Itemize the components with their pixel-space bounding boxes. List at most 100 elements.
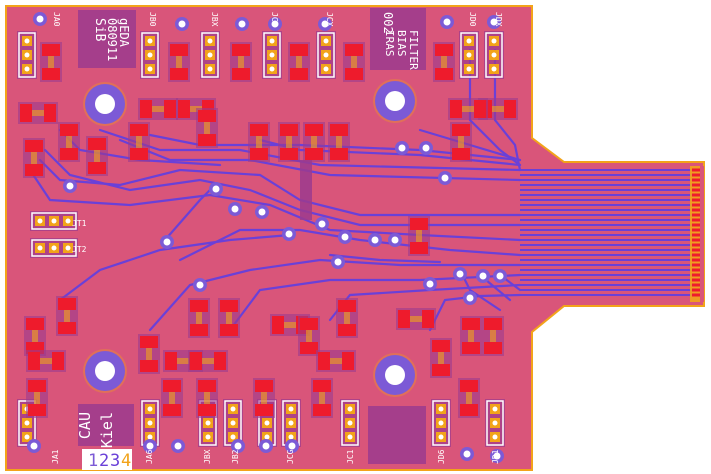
smd-component xyxy=(26,350,66,372)
flex-pin xyxy=(692,263,700,267)
flex-pin xyxy=(692,178,700,182)
smd-component xyxy=(40,42,62,82)
layer-tab: 2 xyxy=(99,451,109,471)
title-line: SiB xyxy=(92,18,107,42)
silkscreen-credit: CAU Kiel xyxy=(76,412,116,448)
mounting-hole xyxy=(83,349,127,393)
smd-component xyxy=(58,122,80,162)
smd-component xyxy=(218,298,240,338)
via xyxy=(231,439,245,453)
smd-component xyxy=(188,298,210,338)
smd-component xyxy=(138,334,160,374)
smd-component xyxy=(168,42,190,82)
layer-tab: 3 xyxy=(110,451,120,471)
pin-header xyxy=(17,31,37,79)
mask-regions xyxy=(78,8,426,464)
smd-component xyxy=(278,122,300,162)
connector-labels: JA0 JB0 JBX JC0 JCX JD0 JDX JA1 JA6 JBX … xyxy=(51,12,503,464)
flex-pin xyxy=(692,253,700,257)
via xyxy=(338,230,352,244)
pin-header xyxy=(485,399,505,447)
layer-tab: 4 xyxy=(121,451,131,471)
connector-label: JCX xyxy=(325,12,334,27)
flex-pin xyxy=(692,273,700,277)
smd-component xyxy=(56,296,78,336)
via xyxy=(368,233,382,247)
smd-component xyxy=(248,122,270,162)
connector-label: JD6 xyxy=(437,449,446,464)
smd-component xyxy=(138,98,178,120)
revision-label: 002 xyxy=(381,12,395,34)
pin-header xyxy=(30,211,78,231)
smd-component xyxy=(316,350,356,372)
smd-component xyxy=(458,378,480,418)
via xyxy=(438,171,452,185)
via xyxy=(453,267,467,281)
smd-component xyxy=(230,42,252,82)
flex-pin xyxy=(692,168,700,172)
via xyxy=(209,182,223,196)
smd-component xyxy=(298,316,320,356)
via xyxy=(27,439,41,453)
pin-header xyxy=(223,399,243,447)
smd-component xyxy=(196,108,218,148)
flex-pin xyxy=(692,193,700,197)
pin-header xyxy=(140,31,160,79)
flex-pin xyxy=(692,218,700,222)
via xyxy=(331,255,345,269)
connector-label: JA1 xyxy=(51,449,60,464)
connector-label: JD0 xyxy=(468,12,477,27)
title-line: 080911 xyxy=(105,18,119,61)
flex-pin xyxy=(692,278,700,282)
smd-component xyxy=(23,138,45,178)
via xyxy=(268,17,282,31)
connector-label: JA0 xyxy=(52,12,61,27)
via xyxy=(493,269,507,283)
via xyxy=(33,12,47,26)
via xyxy=(175,17,189,31)
connector-label: JBX xyxy=(203,449,212,464)
pin-header xyxy=(30,238,78,258)
via xyxy=(419,141,433,155)
filter-line: FILTER xyxy=(407,30,420,70)
flex-pin xyxy=(692,268,700,272)
flex-pin xyxy=(692,233,700,237)
via xyxy=(255,205,269,219)
filter-line: BIAS xyxy=(395,30,408,57)
smd-component xyxy=(86,136,108,176)
via xyxy=(476,269,490,283)
via xyxy=(63,179,77,193)
smd-component xyxy=(26,378,48,418)
via xyxy=(193,278,207,292)
flex-pin xyxy=(692,258,700,262)
via xyxy=(440,15,454,29)
smd-component xyxy=(336,298,358,338)
credit-line: Kiel xyxy=(98,412,116,448)
connector-label: JDX xyxy=(494,12,503,27)
connector-label: JC0 xyxy=(270,12,279,27)
via-layer xyxy=(27,12,507,463)
flex-pin xyxy=(692,183,700,187)
via xyxy=(490,449,504,463)
flex-connector xyxy=(520,166,704,302)
silkscreen-filter: 002 IRAS BIAS FILTER xyxy=(381,12,420,70)
layer-tabs: 1 2 3 4 xyxy=(82,449,132,471)
jumper-label: JT2 xyxy=(72,245,87,254)
via xyxy=(460,447,474,461)
smd-component xyxy=(430,338,452,378)
via xyxy=(143,439,157,453)
connector-label: JB0 xyxy=(148,12,157,27)
flex-pin xyxy=(692,228,700,232)
via xyxy=(388,233,402,247)
flex-pin xyxy=(692,203,700,207)
smd-component xyxy=(196,378,218,418)
smd-component xyxy=(253,378,275,418)
pin-header xyxy=(431,399,451,447)
pin-header xyxy=(316,31,336,79)
via xyxy=(160,235,174,249)
pin-header xyxy=(459,31,479,79)
smd-component xyxy=(433,42,455,82)
smd-component xyxy=(311,378,333,418)
silkscreen-title: SiB 080911 gEDA xyxy=(92,18,131,61)
mounting-hole xyxy=(83,82,127,126)
